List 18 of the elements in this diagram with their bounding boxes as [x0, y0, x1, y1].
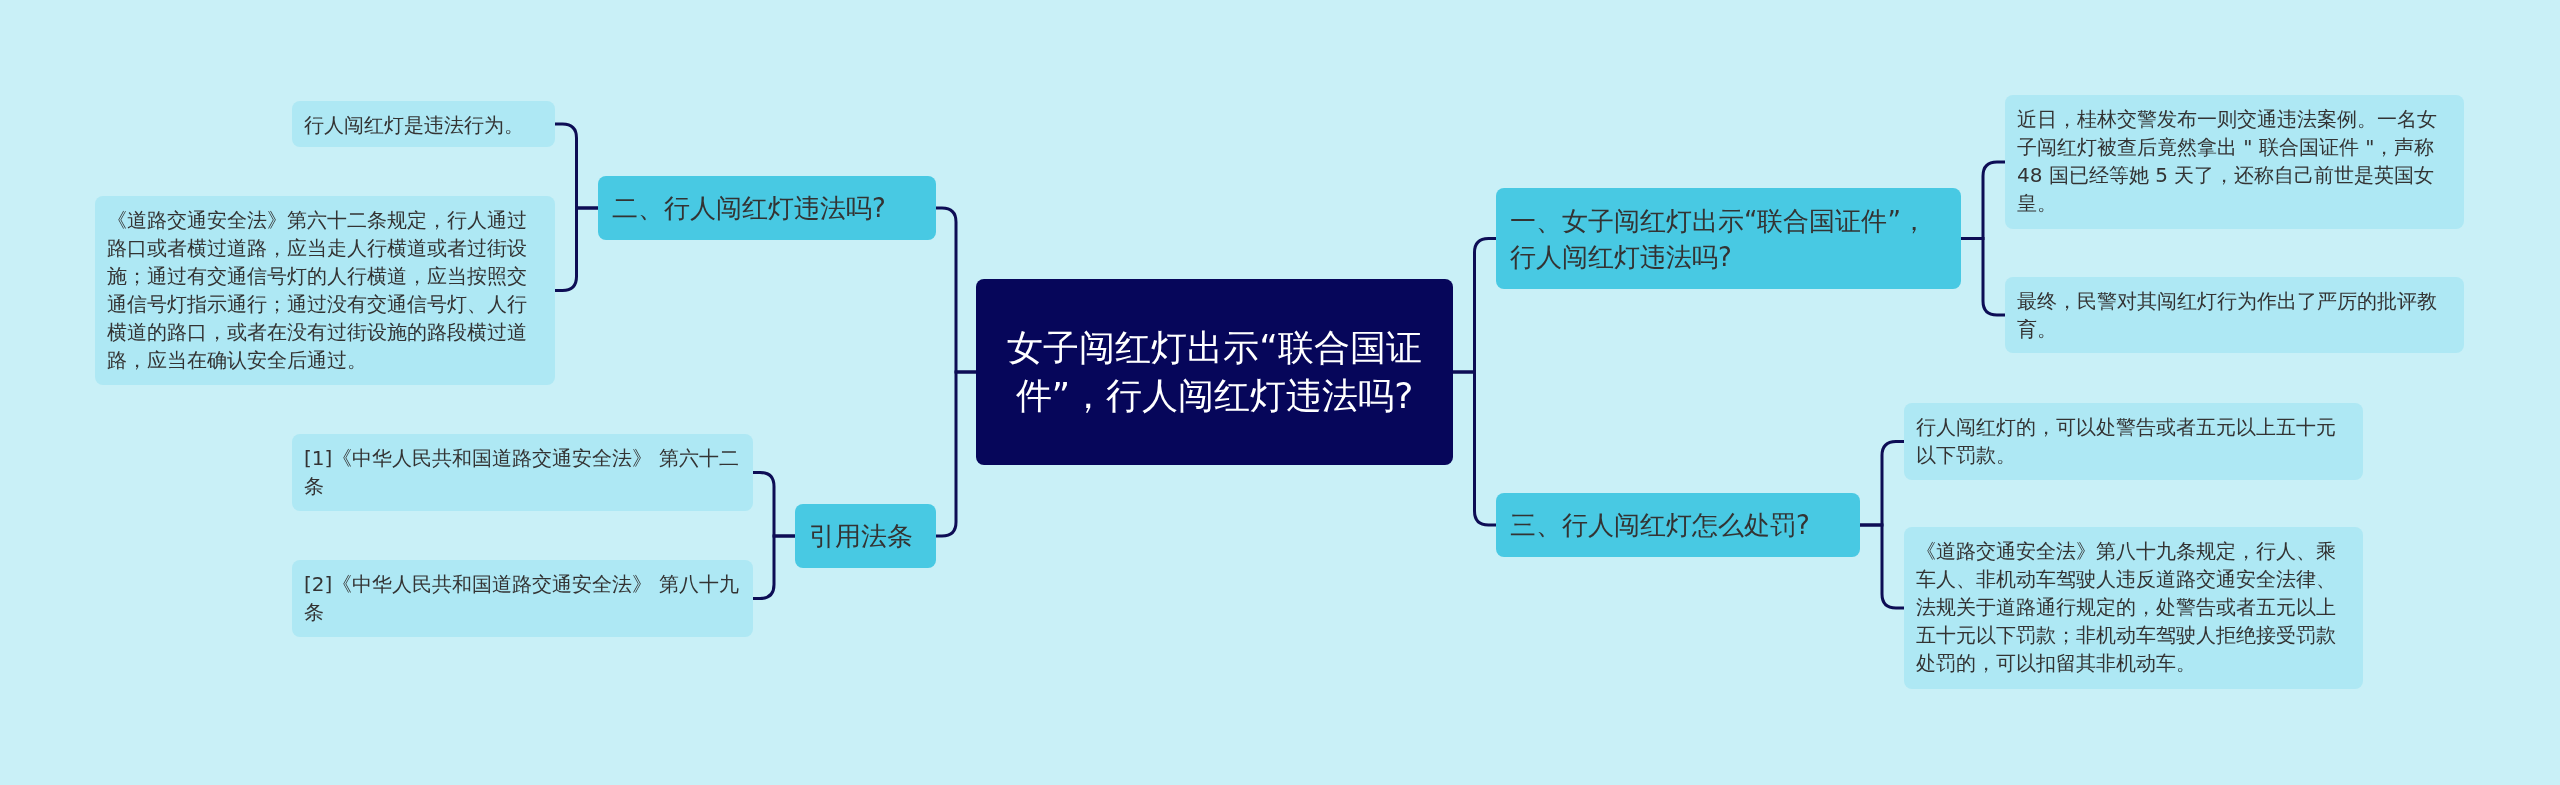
topic-box: 三、行人闯红灯怎么处罚? — [1496, 493, 1860, 557]
note-box: 《道路交通安全法》第八十九条规定，行人、乘车人、非机动车驾驶人违反道路交通安全法律、法规关于道路通行规定的，处警告或者五元以上五十元以下罚款；非机动车驾驶人拒绝接受罚款处罚的，可以扣留其非机动车。 — [1904, 527, 2363, 689]
central-topic-box: 女子闯红灯出示“联合国证件”，行人闯红灯违法吗? — [976, 279, 1453, 465]
connector-line — [1961, 237, 2005, 317]
topic-box: 二、行人闯红灯违法吗? — [598, 176, 936, 240]
note-box: 行人闯红灯的，可以处警告或者五元以上五十元以下罚款。 — [1904, 403, 2363, 480]
note-box: [1]《中华人民共和国道路交通安全法》 第六十二条 — [292, 434, 753, 511]
connector-line — [753, 534, 795, 600]
topic-box: 一、女子闯红灯出示“联合国证件”，行人闯红灯违法吗? — [1496, 188, 1961, 289]
connector-line — [1860, 523, 1904, 610]
note-box: 最终，民警对其闯红灯行为作出了严厉的批评教育。 — [2005, 277, 2464, 353]
connector-line — [1453, 370, 1496, 527]
topic-box: 引用法条 — [795, 504, 936, 568]
note-box: 近日，桂林交警发布一则交通违法案例。一名女子闯红灯被查后竟然拿出 " 联合国证件 "，声称 48 国已经等她 5 天了，还称自己前世是英国女皇。 — [2005, 95, 2464, 229]
connector-line — [555, 206, 598, 292]
note-box: 《道路交通安全法》第六十二条规定，行人通过路口或者横过道路，应当走人行横道或者过街设施；通过有交通信号灯的人行横道，应当按照交通信号灯指示通行；通过没有交通信号灯、人行横道的路口，或者在没有过街设施的路段横过道路，应当在确认安全后通过。 — [95, 196, 555, 385]
note-box: 行人闯红灯是违法行为。 — [292, 101, 555, 147]
note-box: [2]《中华人民共和国道路交通安全法》 第八十九条 — [292, 560, 753, 637]
